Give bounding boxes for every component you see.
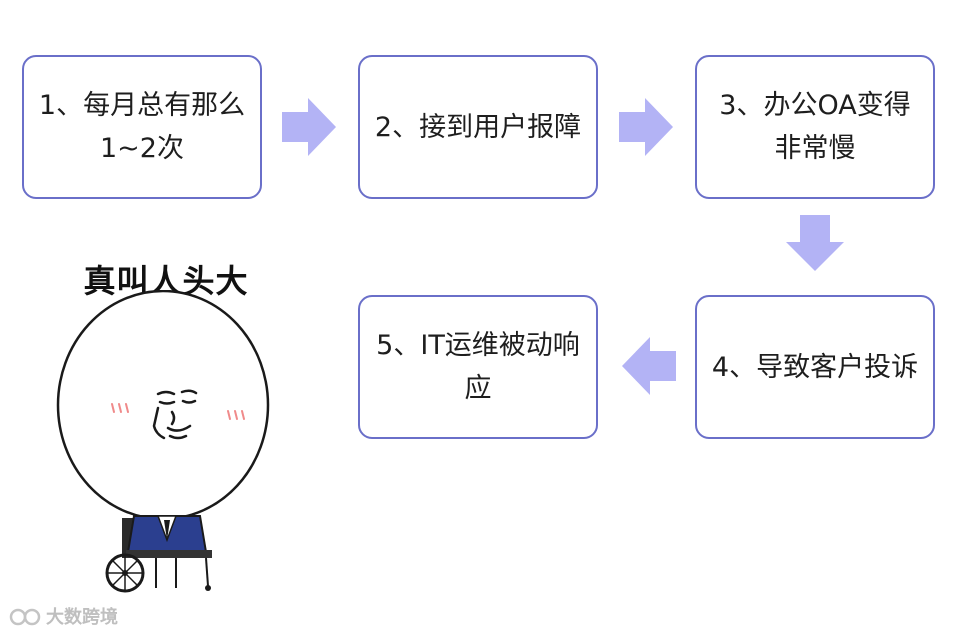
step-4-box: 4、导致客户投诉 — [695, 295, 935, 439]
step-5-box: 5、IT运维被动响 应 — [358, 295, 598, 439]
step-2-text: 2、接到用户报障 — [374, 111, 582, 143]
arrow-down-icon — [786, 215, 844, 271]
meme-character-icon — [56, 290, 270, 593]
arrow-left-icon — [622, 337, 676, 395]
step-5-text: 5、IT运维被动响 应 — [376, 330, 580, 404]
step-1-text: 1、每月总有那么 1~2次 — [38, 90, 246, 164]
arrow-right-icon — [282, 98, 336, 156]
watermark-text: 大数跨境 — [46, 607, 118, 628]
step-4-text: 4、导致客户投诉 — [711, 351, 919, 383]
watermark: 大数跨境 — [8, 603, 118, 629]
brand-logo-icon — [9, 608, 41, 626]
step-2-box: 2、接到用户报障 — [358, 55, 598, 199]
step-3-text: 3、办公OA变得 非常慢 — [719, 90, 911, 164]
step-3-box: 3、办公OA变得 非常慢 — [695, 55, 935, 199]
step-1-box: 1、每月总有那么 1~2次 — [22, 55, 262, 199]
arrow-right-icon — [619, 98, 673, 156]
